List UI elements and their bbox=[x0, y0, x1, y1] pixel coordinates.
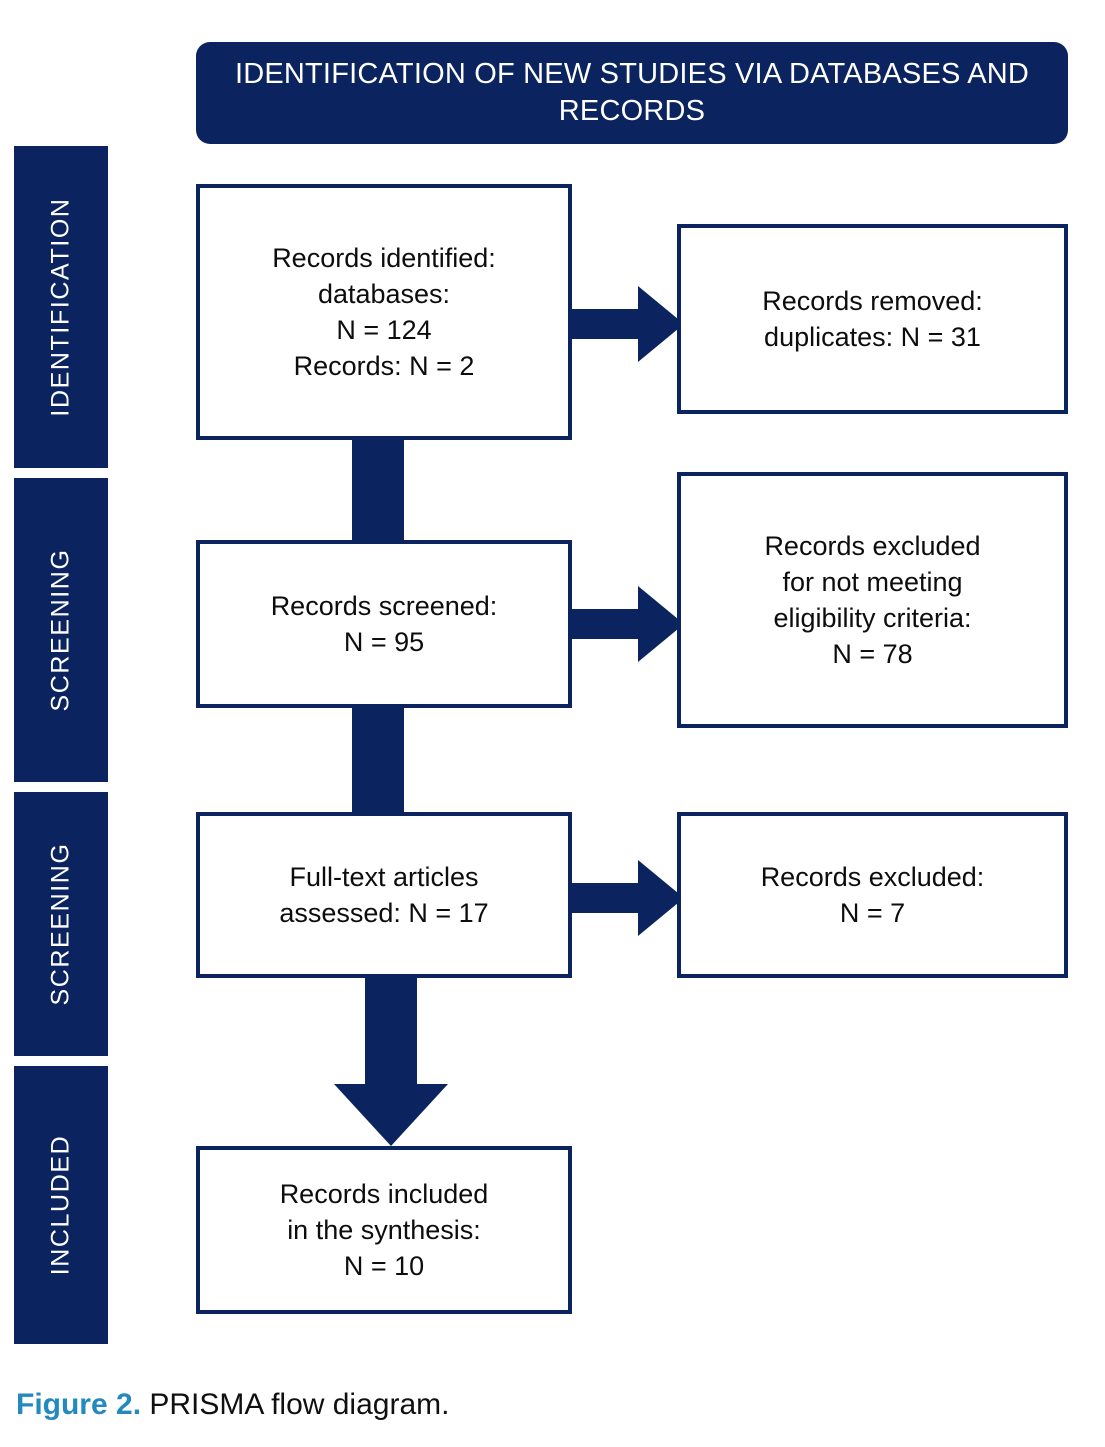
stage-label-identification: IDENTIFICATION bbox=[46, 197, 75, 417]
stage-label-screening-1: SCREENING bbox=[46, 548, 75, 712]
stage-band-screening-2: SCREENING bbox=[14, 792, 108, 1056]
box-records-removed: Records removed:duplicates: N = 31 bbox=[677, 224, 1068, 414]
diagram-header-banner: IDENTIFICATION OF NEW STUDIES VIA DATABA… bbox=[196, 42, 1068, 144]
stage-band-screening-1: SCREENING bbox=[14, 478, 108, 782]
arrow-fulltext-to-included bbox=[334, 968, 448, 1146]
connector-identified-to-screened bbox=[352, 436, 404, 548]
stage-label-screening-2: SCREENING bbox=[46, 842, 75, 1006]
figure-caption: Figure 2. PRISMA flow diagram. bbox=[16, 1388, 449, 1422]
stage-label-included: INCLUDED bbox=[46, 1134, 75, 1276]
stage-band-included: INCLUDED bbox=[14, 1066, 108, 1344]
box-records-removed-text: Records removed:duplicates: N = 31 bbox=[762, 285, 983, 352]
box-records-excluded: Records excluded:N = 7 bbox=[677, 812, 1068, 978]
arrow-screened-to-excluded-eligibility bbox=[566, 586, 684, 662]
figure-caption-text: PRISMA flow diagram. bbox=[141, 1388, 450, 1421]
box-records-excluded-text: Records excluded:N = 7 bbox=[760, 861, 985, 928]
connector-screened-to-fulltext bbox=[352, 700, 404, 820]
arrow-fulltext-to-excluded bbox=[566, 860, 684, 936]
stage-band-identification: IDENTIFICATION bbox=[14, 146, 108, 468]
figure-caption-label: Figure 2. bbox=[16, 1388, 142, 1421]
diagram-header-title: IDENTIFICATION OF NEW STUDIES VIA DATABA… bbox=[234, 57, 1030, 127]
arrow-identified-to-removed bbox=[566, 286, 684, 362]
box-records-screened: Records screened:N = 95 bbox=[196, 540, 572, 708]
box-records-screened-text: Records screened:N = 95 bbox=[270, 590, 498, 657]
